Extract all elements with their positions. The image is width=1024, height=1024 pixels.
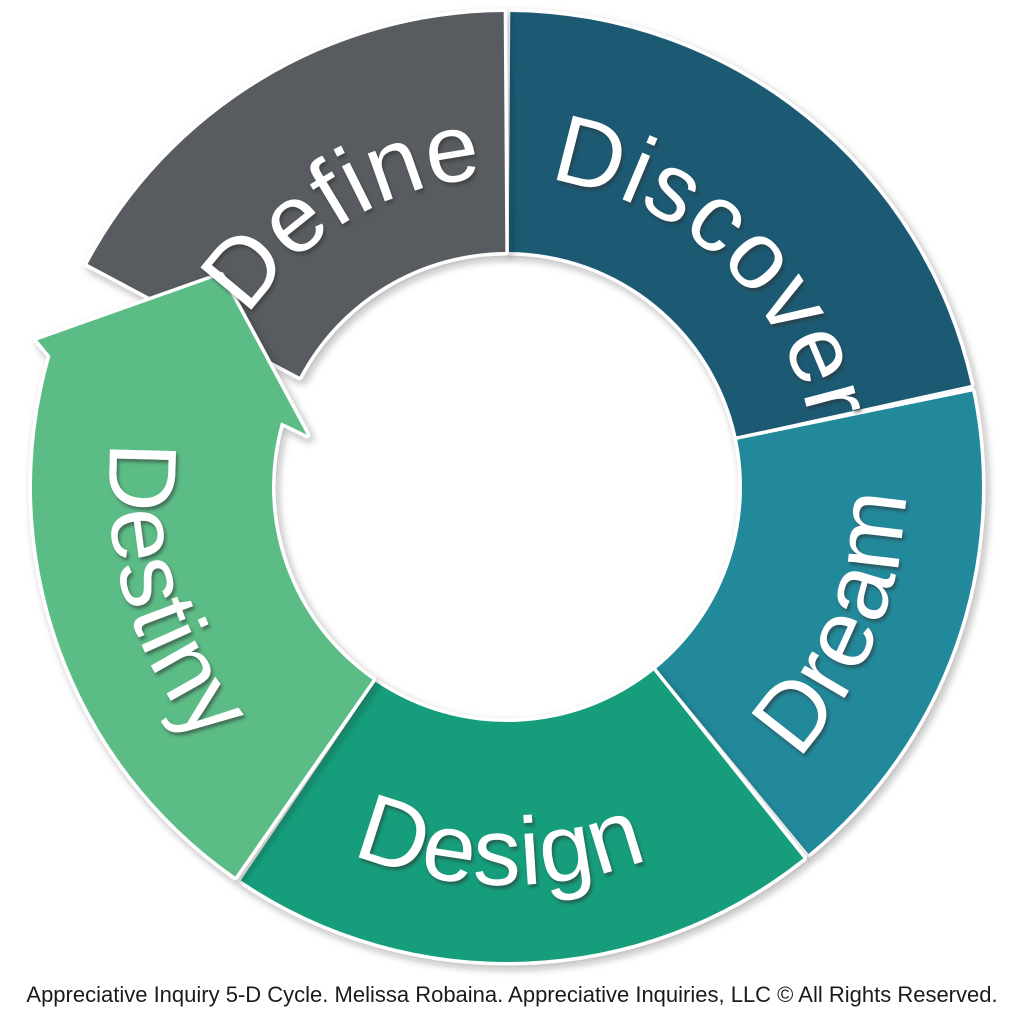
ring-segments bbox=[28, 8, 986, 966]
caption-text: Appreciative Inquiry 5-D Cycle. Melissa … bbox=[26, 982, 998, 1007]
segment-dream bbox=[652, 387, 986, 858]
segment-discover bbox=[505, 8, 975, 441]
segment-design bbox=[237, 667, 807, 966]
segment-destiny-arrow bbox=[28, 271, 377, 881]
